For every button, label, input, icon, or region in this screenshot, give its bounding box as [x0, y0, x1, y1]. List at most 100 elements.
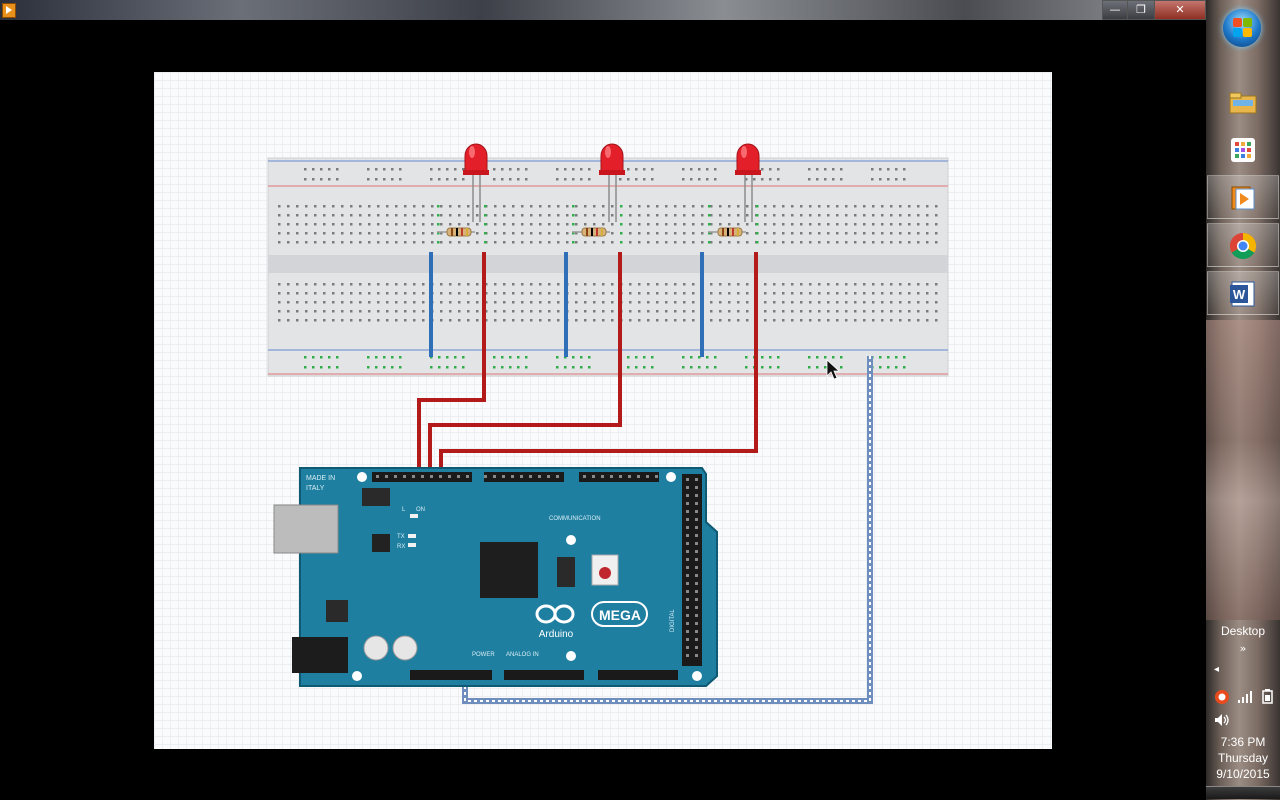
strip-hole	[890, 310, 893, 313]
taskbar-apps[interactable]	[1207, 127, 1279, 171]
strip-hole	[737, 241, 740, 244]
analog-in-label: ANALOG IN	[506, 652, 539, 658]
strip-hole	[881, 241, 884, 244]
led-highlight	[605, 146, 611, 158]
strip-hole	[710, 319, 713, 322]
mega-label: MEGA	[599, 607, 641, 623]
taskbar-chrome[interactable]	[1207, 223, 1279, 267]
show-desktop-button[interactable]	[1206, 786, 1280, 799]
active-hole	[572, 223, 575, 226]
strip-hole	[575, 241, 578, 244]
active-hole	[484, 214, 487, 217]
strip-hole	[881, 232, 884, 235]
strip-hole	[584, 319, 587, 322]
pin	[695, 606, 698, 609]
active-hole	[756, 205, 759, 208]
strip-hole	[350, 283, 353, 286]
red-led	[736, 143, 760, 173]
active-hole	[761, 366, 764, 369]
strip-hole	[323, 292, 326, 295]
strip-hole	[575, 310, 578, 313]
rail-hole	[438, 178, 441, 181]
system-clock[interactable]: 7:36 PM Thursday 9/10/2015	[1206, 734, 1280, 782]
strip-hole	[602, 223, 605, 226]
strip-hole	[899, 301, 902, 304]
strip-hole	[494, 214, 497, 217]
strip-hole	[557, 301, 560, 304]
network-signal-icon[interactable]	[1237, 690, 1253, 704]
pin	[686, 598, 689, 601]
strip-hole	[458, 292, 461, 295]
rail-hole	[635, 178, 638, 181]
strip-hole	[305, 310, 308, 313]
active-hole	[745, 366, 748, 369]
rail-hole	[690, 178, 693, 181]
active-hole	[437, 223, 440, 226]
strip-hole	[719, 214, 722, 217]
active-hole	[399, 366, 402, 369]
media-player-icon[interactable]	[2, 3, 16, 18]
strip-hole	[404, 301, 407, 304]
desktop-label[interactable]: Desktop	[1220, 624, 1266, 638]
strip-hole	[530, 214, 533, 217]
strip-hole	[665, 292, 668, 295]
active-hole	[698, 366, 701, 369]
resistor-band	[727, 228, 729, 236]
restore-button[interactable]: ❐	[1127, 0, 1155, 20]
windows-start-orb[interactable]	[1223, 9, 1261, 47]
strip-hole	[863, 319, 866, 322]
strip-hole	[917, 241, 920, 244]
taskbar-media-player[interactable]	[1207, 175, 1279, 219]
taskbar-word[interactable]: W	[1207, 271, 1279, 315]
strip-hole	[854, 241, 857, 244]
active-hole	[690, 366, 693, 369]
resistor-band	[596, 228, 598, 236]
strip-hole	[719, 319, 722, 322]
rail-hole	[509, 168, 512, 171]
tray-app-icon[interactable]	[1214, 689, 1230, 705]
strip-hole	[278, 232, 281, 235]
active-hole	[620, 205, 623, 208]
strip-hole	[746, 292, 749, 295]
rail-hole	[643, 178, 646, 181]
strip-hole	[665, 241, 668, 244]
pin	[686, 510, 689, 513]
strip-hole	[719, 241, 722, 244]
strip-hole	[332, 223, 335, 226]
minimize-button[interactable]: —	[1102, 0, 1128, 20]
close-button[interactable]: ✕	[1154, 0, 1206, 20]
battery-power-icon[interactable]	[1261, 688, 1275, 704]
active-hole	[437, 241, 440, 244]
strip-hole	[809, 310, 812, 313]
active-hole	[627, 356, 630, 359]
strip-hole	[908, 319, 911, 322]
active-hole	[564, 366, 567, 369]
digital-label: DIGITAL	[670, 608, 676, 632]
strip-hole	[548, 319, 551, 322]
strip-hole	[287, 232, 290, 235]
strip-hole	[854, 301, 857, 304]
volume-icon[interactable]	[1213, 712, 1231, 728]
window-title-bar[interactable]: — ❐ ✕	[0, 0, 1206, 20]
strip-hole	[431, 232, 434, 235]
strip-hole	[521, 301, 524, 304]
pin	[556, 475, 559, 478]
strip-hole	[494, 319, 497, 322]
strip-hole	[557, 205, 560, 208]
strip-hole	[638, 214, 641, 217]
taskbar-file-explorer[interactable]	[1207, 79, 1279, 123]
active-hole	[635, 366, 638, 369]
rail-hole	[714, 168, 717, 171]
strip-hole	[719, 223, 722, 226]
rail-hole	[871, 168, 874, 171]
strip-hole	[332, 301, 335, 304]
strip-hole	[728, 283, 731, 286]
desktop-chevron-icon[interactable]: »	[1239, 642, 1247, 655]
strip-hole	[431, 205, 434, 208]
pin	[686, 630, 689, 633]
tray-expand-icon[interactable]: ◂	[1214, 664, 1220, 675]
strip-hole	[377, 283, 380, 286]
strip-hole	[467, 292, 470, 295]
strip-hole	[809, 214, 812, 217]
